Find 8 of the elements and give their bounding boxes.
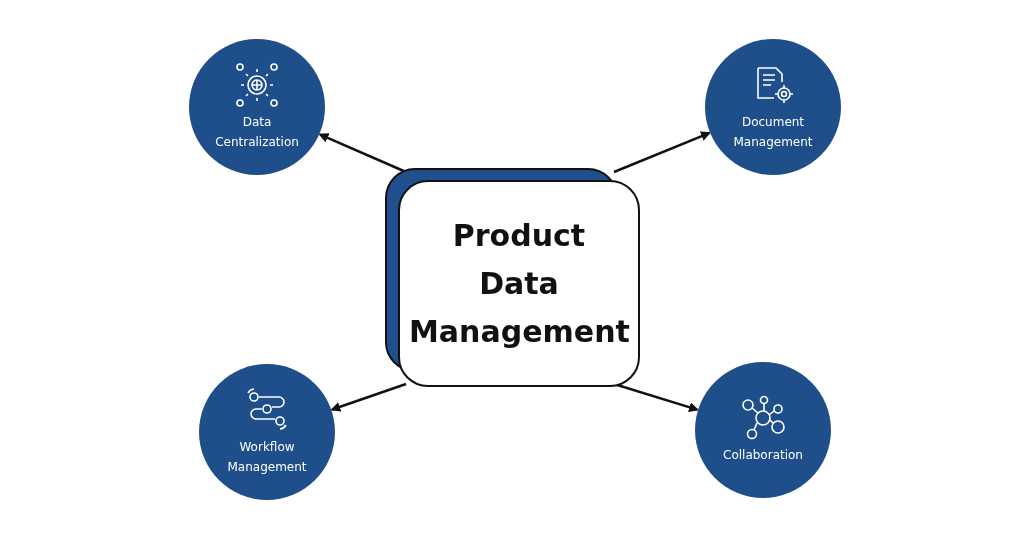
feature-label: Workflow Management [226, 439, 308, 476]
arrow [613, 131, 711, 174]
feature-label: Data Centralization [214, 114, 300, 151]
feature-label: Document Management [732, 114, 814, 151]
arrow [330, 382, 407, 412]
center-box [398, 180, 640, 387]
feature-label: Collaboration [722, 447, 804, 464]
title-text: Product Data Management [409, 216, 629, 351]
